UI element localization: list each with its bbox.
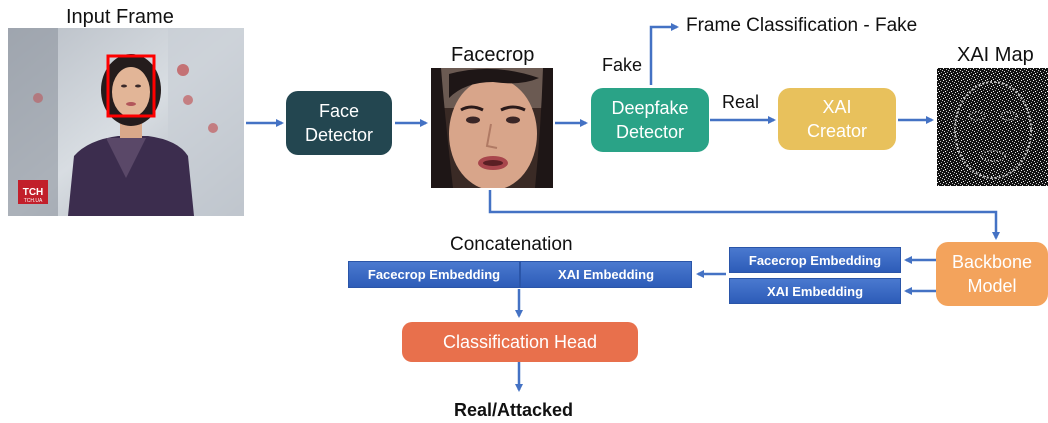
facecrop-image: [431, 68, 553, 188]
svg-text:TCH.UA: TCH.UA: [24, 198, 43, 204]
backbone-model-box: Backbone Model: [936, 242, 1048, 306]
real-label: Real: [722, 92, 760, 112]
svg-text:TCH: TCH: [23, 187, 44, 198]
fake-label: Fake: [602, 55, 643, 75]
xai-map-image: [937, 68, 1048, 186]
xai-map-label: XAI Map: [957, 44, 1034, 66]
concat-facecrop-embedding: Facecrop Embedding: [348, 261, 520, 288]
concatenation-label: Concatenation: [450, 234, 573, 255]
output-label: Real/Attacked: [454, 400, 574, 420]
facecrop-embedding-bar: Facecrop Embedding: [729, 247, 901, 273]
input-frame-image: TCH TCH.UA: [8, 28, 244, 216]
classification-head-box: Classification Head: [402, 322, 638, 362]
input-frame-label: Input Frame: [66, 6, 174, 28]
facecrop-label: Facecrop: [451, 44, 535, 66]
face-bounding-box: [106, 54, 156, 118]
deepfake-detector-box: Deepfake Detector: [591, 88, 709, 152]
face-detector-box: Face Detector: [286, 91, 392, 155]
xai-creator-box: XAI Creator: [778, 88, 896, 150]
xai-embedding-bar: XAI Embedding: [729, 278, 901, 304]
frame-classification-label: Frame Classification - Fake: [686, 15, 918, 36]
concat-xai-embedding: XAI Embedding: [520, 261, 692, 288]
